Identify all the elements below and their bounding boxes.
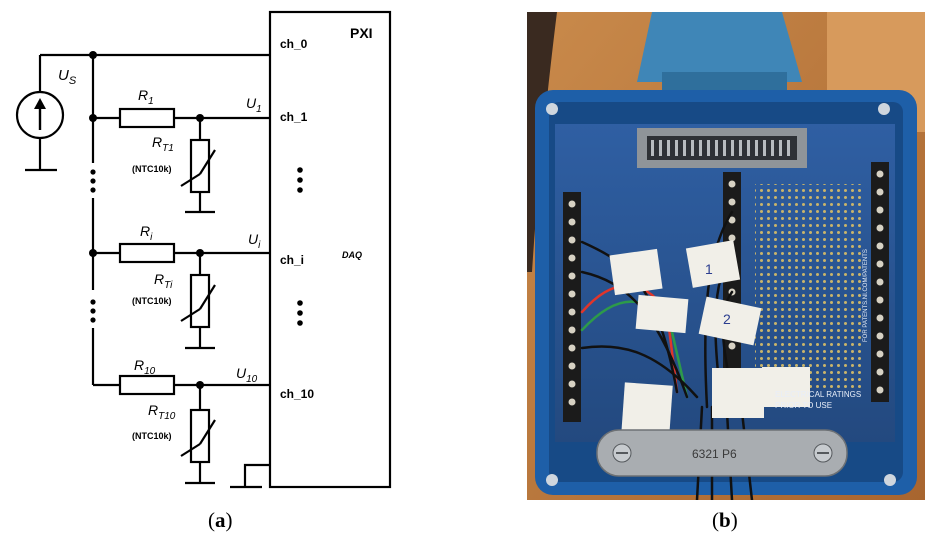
resistor-r10 (118, 374, 176, 396)
resistor-r1 (118, 107, 176, 129)
plate-handwriting: 6321 P6 (692, 447, 737, 461)
ntc-label-1: (NTC10k) (132, 164, 172, 174)
paper-labels (609, 240, 810, 438)
circuit-schematic: PXI DAQ US ch_0 ch_1 ch_i ch_10 R1 U1 RT… (15, 10, 392, 489)
strain-relief-plate (596, 429, 848, 477)
channel-label-1: ch_1 (280, 110, 308, 124)
thermistor-rti (189, 273, 211, 329)
rt1-label: RT1 (152, 134, 174, 154)
channel-label-i: ch_i (280, 253, 304, 267)
paper-label-2: 2 (723, 311, 731, 327)
caption-b: (b) (712, 508, 738, 532)
source-label: US (58, 67, 77, 87)
r1-label: R1 (138, 87, 154, 107)
terminal-block-photo: 1 2 ELECTRICAL RATINGS PRIOR TO USE FOR … (527, 12, 925, 500)
board-text-patents: FOR PATENTS.NI.COM/PATENTS (863, 249, 869, 342)
prototyping-area (755, 184, 865, 389)
caption-a: (a) (208, 508, 233, 532)
u1-label: U1 (246, 95, 262, 115)
pxi-label: PXI (350, 25, 373, 41)
board-text-ratings: ELECTRICAL RATINGS (775, 390, 861, 399)
rti-label: RTi (154, 271, 173, 291)
channel-label-0: ch_0 (280, 37, 308, 51)
daq-label: DAQ (342, 250, 362, 260)
ntc-label-i: (NTC10k) (132, 296, 172, 306)
junction-dots (89, 51, 204, 389)
thermistor-rt1 (189, 138, 211, 194)
current-source-icon (15, 90, 65, 140)
r10-label: R10 (134, 357, 156, 377)
rt10-label: RT10 (148, 402, 176, 422)
ri-label: Ri (140, 223, 153, 243)
paper-label-1: 1 (705, 261, 713, 277)
board-text-prior: PRIOR TO USE (775, 401, 832, 410)
ui-label: Ui (248, 231, 261, 251)
thermistor-rt10 (189, 408, 211, 464)
pxi-daq-box (268, 10, 392, 489)
ntc-label-10: (NTC10k) (132, 431, 172, 441)
resistor-ri (118, 242, 176, 264)
channel-label-10: ch_10 (280, 387, 314, 401)
u10-label: U10 (236, 365, 258, 385)
ellipsis-dots (90, 167, 303, 326)
